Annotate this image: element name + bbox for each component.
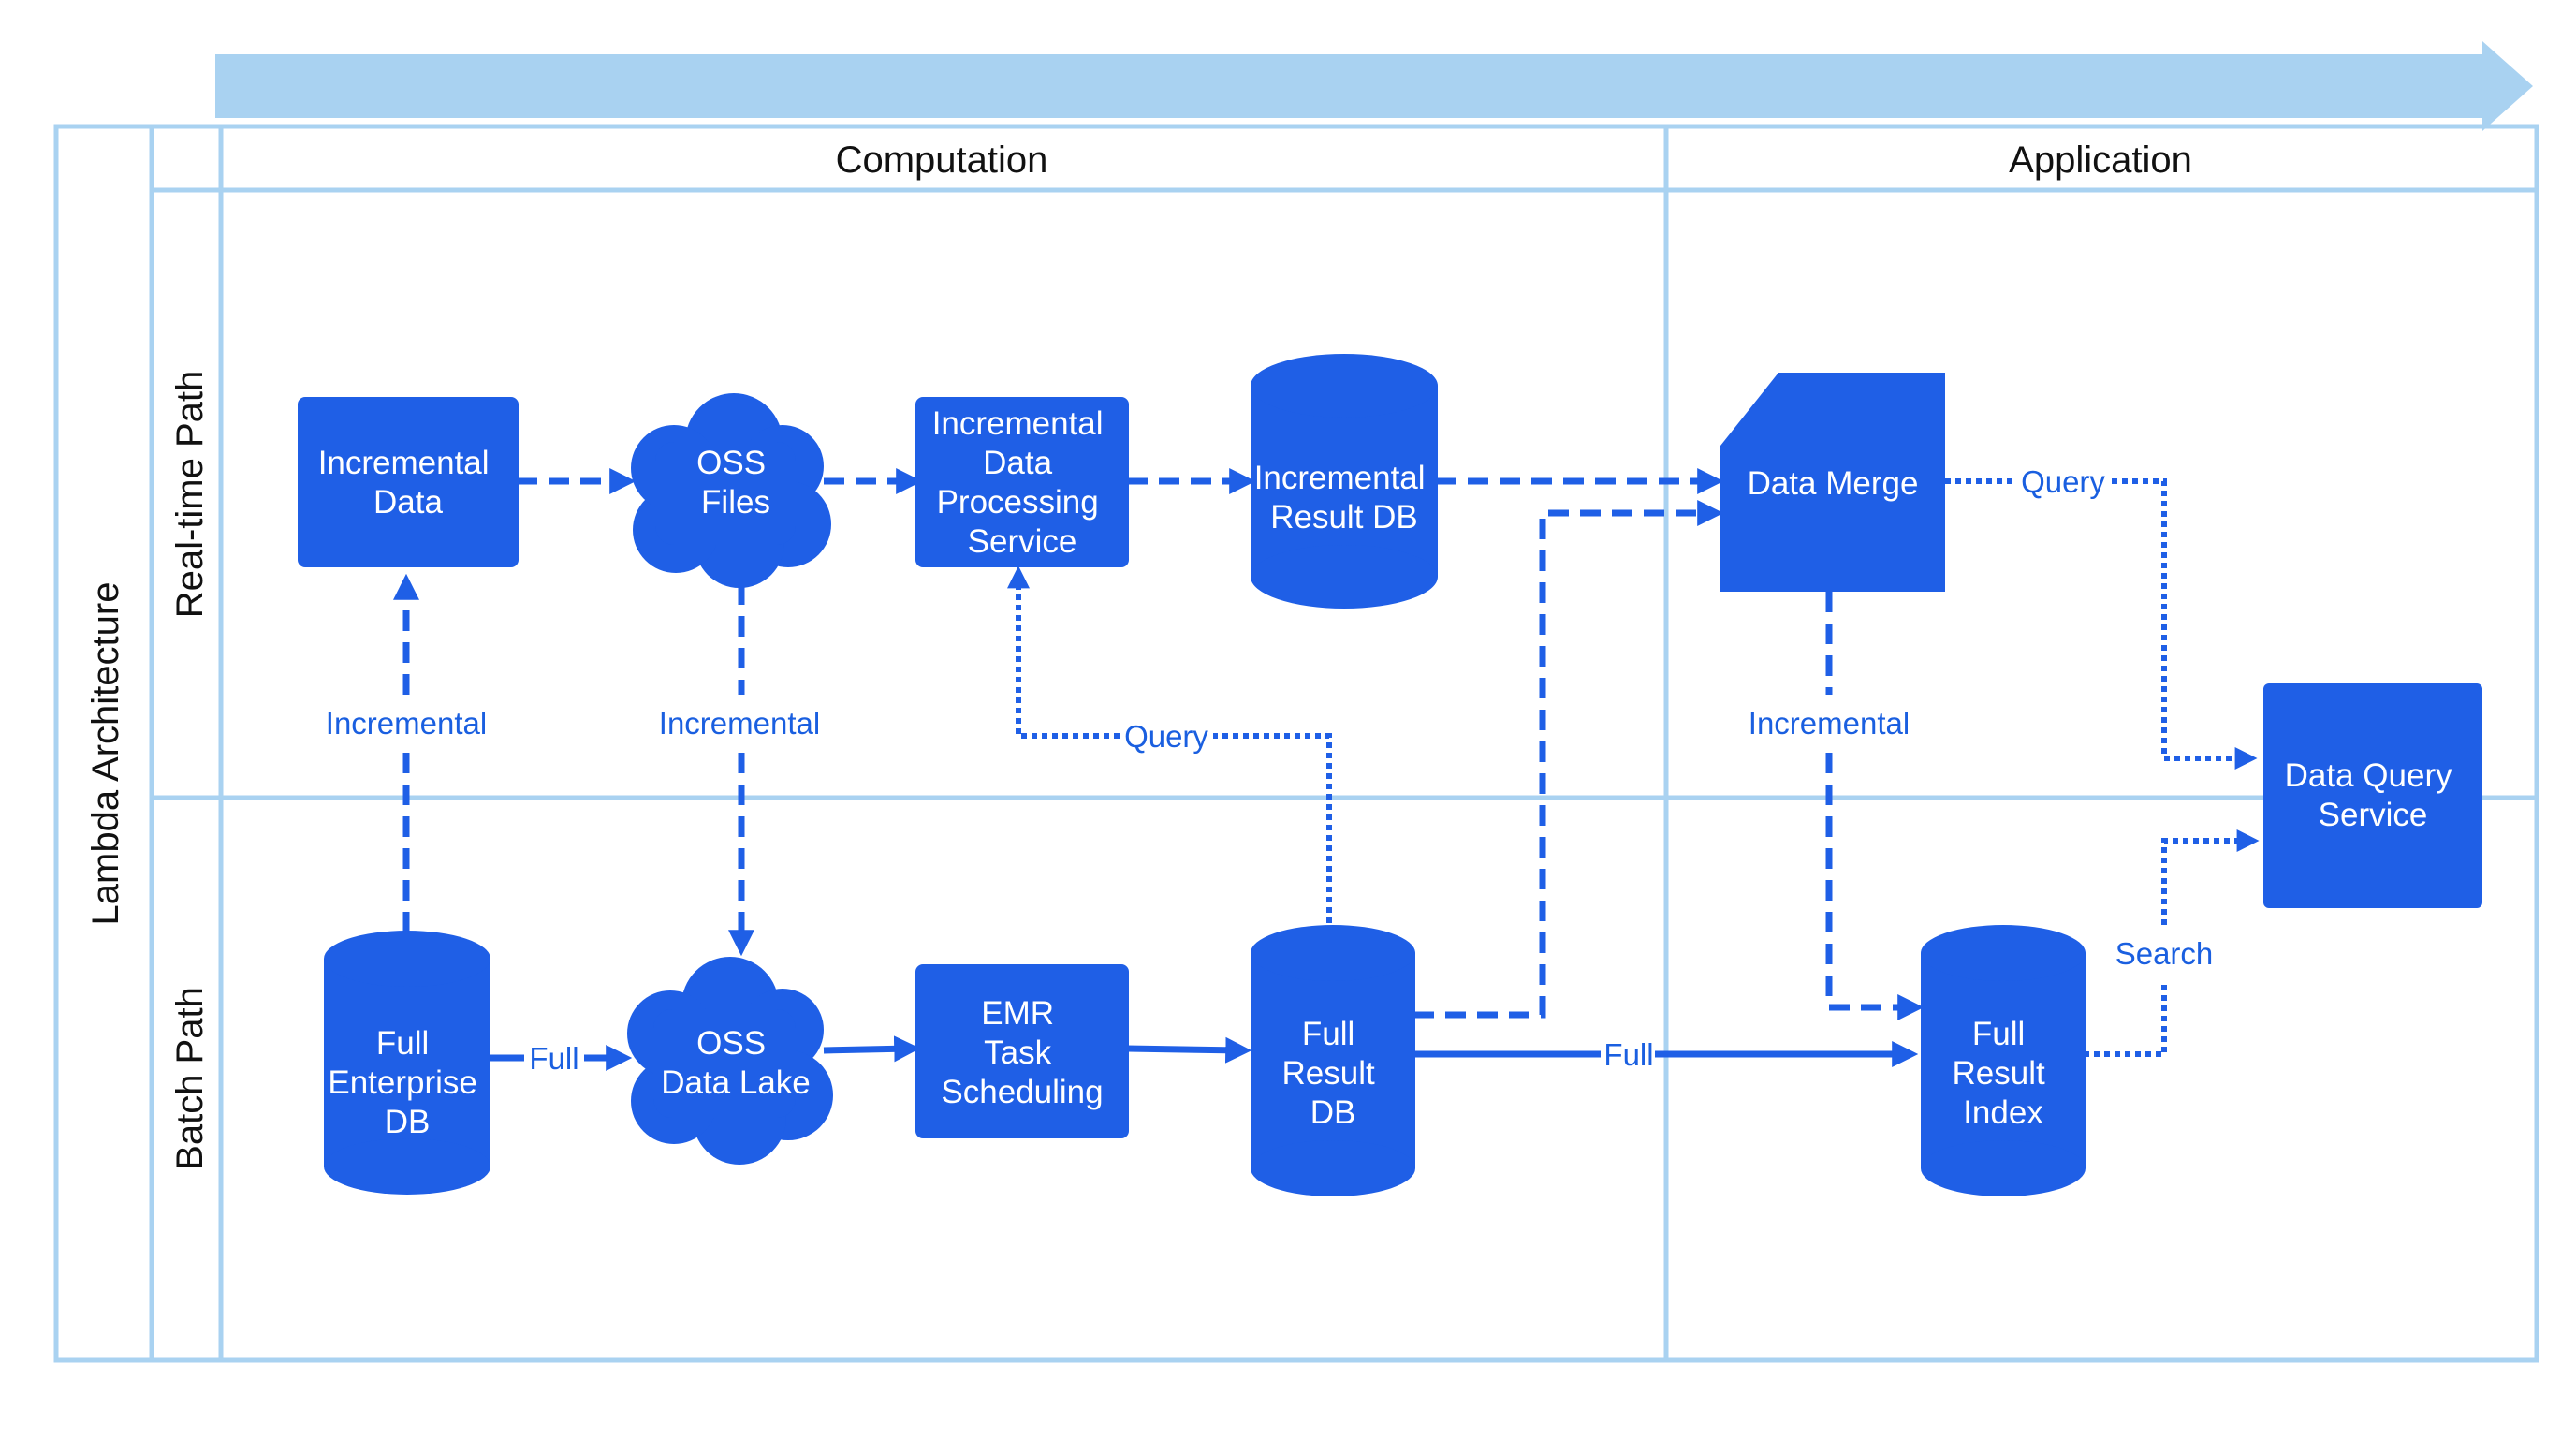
lane-label-batch: Batch Path (169, 987, 211, 1170)
svg-text:Data Merge: Data Merge (1748, 465, 1919, 502)
svg-text:OSS Files: OSS Files (696, 445, 775, 521)
svg-text:Full Result Index: Full Result Index (1953, 1016, 2055, 1131)
node-oss-data-lake[interactable]: OSS Data Lake (627, 957, 833, 1165)
svg-text:OSS Data Lake: OSS Data Lake (661, 1025, 811, 1101)
svg-text:Incremental Data P: Incremental Data Processing Service (932, 405, 1113, 560)
edge-label-files-to-lake: Incremental (659, 706, 820, 741)
edge-full-result-to-merge (1413, 500, 1724, 1019)
node-incremental-data[interactable]: Incremental Data (298, 397, 519, 567)
svg-text:EMR Task Schedulin: EMR Task Scheduling (941, 995, 1103, 1110)
edge-label-enterprise-to-incremental: Incremental (326, 706, 487, 741)
edge-full-result-to-processing (1018, 575, 1332, 923)
node-emr-task-scheduling[interactable]: EMR Task Scheduling (915, 964, 1129, 1138)
swimlane-frame (53, 124, 2539, 1363)
svg-text:Data Query Service: Data Query Service (2285, 757, 2462, 833)
svg-text:Incremental Result DB: Incremental Result DB (1254, 460, 1435, 536)
node-incremental-data-processing-service[interactable]: Incremental Data Processing Service (915, 397, 1129, 567)
svg-text:Full Enterprise DB: Full Enterprise DB (328, 1025, 486, 1140)
edge-label-merge-to-query: Query (2021, 464, 2105, 499)
edge-emr-to-full-result (1126, 1036, 1252, 1064)
node-full-result-index[interactable]: Full Result Index (1921, 925, 2086, 1196)
edge-labels: Incremental Incremental Query Incrementa… (326, 464, 2213, 1076)
diagram-title: Lambda Architecture (85, 582, 126, 926)
node-incremental-result-db[interactable]: Incremental Result DB (1251, 354, 1438, 609)
node-data-merge[interactable]: Data Merge (1720, 373, 1945, 592)
edges (406, 468, 2250, 1064)
node-oss-files[interactable]: OSS Files (631, 393, 831, 588)
edge-label-enterprise-to-lake: Full (529, 1041, 578, 1076)
edge-label-fullresult-to-processing: Query (1124, 719, 1208, 754)
lane-label-realtime: Real-time Path (169, 371, 211, 619)
edge-label-merge-to-index: Incremental (1749, 706, 1910, 741)
svg-text:Full Result DB: Full Result DB (1282, 1016, 1384, 1131)
node-data-query-service[interactable]: Data Query Service (2263, 683, 2482, 908)
svg-text:Incremental Data: Incremental Data (318, 445, 499, 521)
node-full-result-db[interactable]: Full Result DB (1251, 925, 1415, 1196)
edge-label-index-to-query: Search (2115, 936, 2214, 971)
edge-label-fullresult-to-index: Full (1603, 1037, 1653, 1072)
edge-merge-to-query-service (1945, 478, 2248, 758)
edge-lake-to-emr (823, 1035, 921, 1063)
edge-merge-to-full-index (1825, 592, 1913, 1007)
column-header-application: Application (2009, 139, 2192, 181)
node-full-enterprise-db[interactable]: Full Enterprise DB (324, 931, 490, 1195)
column-header-computation: Computation (836, 139, 1048, 181)
edge-index-to-query-service (2084, 841, 2250, 1057)
flow-direction-arrow (215, 41, 2533, 131)
